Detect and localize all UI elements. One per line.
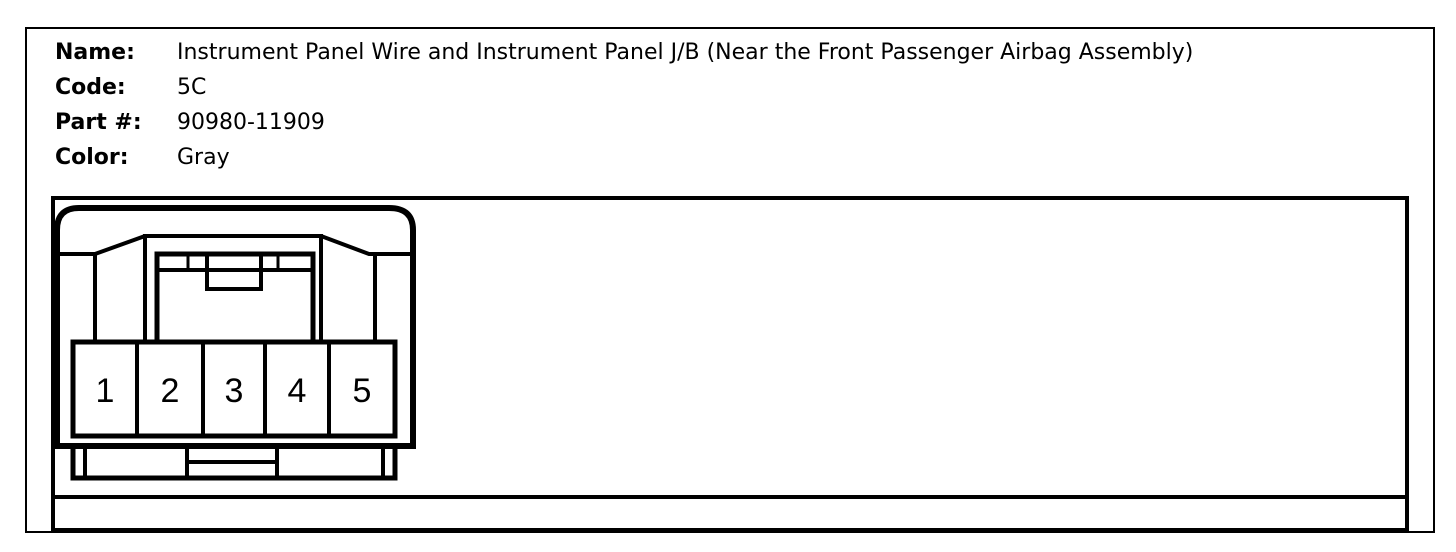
name-value: Instrument Panel Wire and Instrument Pan… bbox=[177, 40, 1194, 65]
color-label: Color: bbox=[55, 145, 129, 170]
locking-tab bbox=[154, 251, 316, 343]
pin-4-number: 4 bbox=[288, 372, 307, 410]
skirt-notch bbox=[185, 444, 279, 480]
color-row: Color: Gray bbox=[55, 140, 1193, 175]
pin-block bbox=[70, 339, 398, 439]
pin-2-number: 2 bbox=[161, 372, 180, 410]
code-value: 5C bbox=[177, 75, 207, 100]
part-label: Part #: bbox=[55, 110, 142, 135]
pin-1-number: 1 bbox=[96, 372, 115, 410]
connector-face-drawing: 1 2 3 4 5 bbox=[55, 205, 416, 481]
connector-info-frame: Name: Instrument Panel Wire and Instrume… bbox=[25, 27, 1435, 533]
part-value: 90980-11909 bbox=[177, 110, 325, 135]
color-value: Gray bbox=[177, 145, 230, 170]
code-label: Code: bbox=[55, 75, 126, 100]
connector-housing bbox=[55, 205, 416, 449]
name-label: Name: bbox=[55, 40, 135, 65]
connector-diagram-panel: 1 2 3 4 5 bbox=[51, 196, 1409, 532]
lock-latch bbox=[205, 254, 263, 291]
pin-3-number: 3 bbox=[225, 372, 244, 410]
code-row: Code: 5C bbox=[55, 70, 1193, 105]
name-row: Name: Instrument Panel Wire and Instrume… bbox=[55, 35, 1193, 70]
panel-divider-line bbox=[55, 495, 1405, 499]
pin-5-number: 5 bbox=[353, 372, 372, 410]
connector-skirt bbox=[70, 443, 398, 481]
connector-shoulder bbox=[59, 234, 411, 256]
connector-info-block: Name: Instrument Panel Wire and Instrume… bbox=[55, 35, 1193, 175]
part-row: Part #: 90980-11909 bbox=[55, 105, 1193, 140]
